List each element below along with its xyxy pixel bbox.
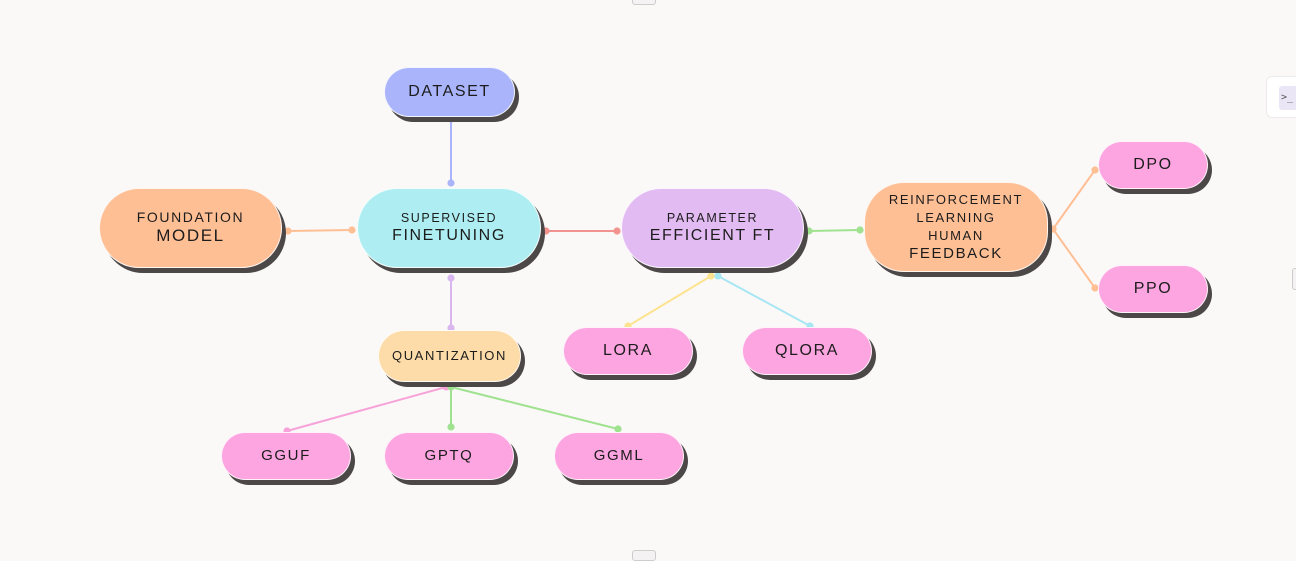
edge-rlhf-ppo-start-dot (1049, 225, 1057, 233)
node-ggml[interactable]: GGML (554, 432, 684, 480)
edge-sft-peft-start-dot (542, 227, 550, 235)
edge-rlhf-ppo (1052, 228, 1096, 289)
edge-quant-gptq-end-dot (447, 423, 455, 431)
node-gptq[interactable]: GPTQ (384, 432, 514, 480)
edge-sft-foundation (287, 229, 353, 232)
edge-peft-qlora-start-dot (714, 272, 722, 280)
node-foundation-model[interactable]: FOUNDATION MODEL (99, 188, 282, 268)
node-foundation-model-line1: FOUNDATION (136, 209, 245, 226)
edge-sft-dataset-end-dot (447, 115, 455, 123)
node-rlhf-line1: REINFORCEMENT (888, 191, 1024, 207)
edge-peft-lora-start-dot (707, 272, 715, 280)
node-qlora-label: QLORA (774, 342, 839, 360)
node-dataset[interactable]: DATASET (384, 67, 515, 117)
node-foundation-model-line2: MODEL (156, 226, 225, 246)
edge-sft-foundation-start-dot (348, 226, 356, 234)
edge-peft-lora (627, 275, 712, 327)
node-quantization[interactable]: QUANTIZATION (378, 330, 521, 382)
node-lora[interactable]: LORA (563, 327, 693, 375)
edge-peft-rlhf-start-dot (805, 227, 813, 235)
node-supervised-finetuning-line1: SUPERVISED (400, 210, 498, 225)
node-dataset-label: DATASET (408, 83, 491, 101)
terminal-icon: >_ (1279, 86, 1296, 110)
side-panel-toggle[interactable]: >_ (1266, 76, 1296, 118)
right-resize-handle[interactable] (1292, 268, 1296, 290)
node-parameter-efficient-ft-line2: EFFICIENT FT (649, 226, 776, 244)
edge-quant-ggml (450, 386, 619, 430)
node-lora-label: LORA (603, 342, 653, 360)
node-quantization-label: QUANTIZATION (391, 348, 507, 364)
edge-sft-dataset-start-dot (447, 179, 455, 187)
edge-peft-rlhf-end-dot (856, 226, 864, 234)
edge-peft-rlhf (808, 229, 861, 232)
node-ppo-label: PPO (1133, 280, 1173, 298)
edge-quant-gguf-start-dot (442, 383, 450, 391)
node-rlhf-line2: LEARNING (916, 209, 996, 225)
node-rlhf-line4: FEEDBACK (909, 245, 1003, 263)
top-resize-handle[interactable] (632, 0, 656, 5)
node-rlhf[interactable]: REINFORCEMENT LEARNING HUMAN FEEDBACK (864, 182, 1048, 272)
node-gguf[interactable]: GGUF (221, 432, 351, 480)
edge-quant-gguf (286, 386, 447, 432)
node-rlhf-line3: HUMAN (928, 227, 984, 243)
node-gptq-label: GPTQ (424, 446, 474, 464)
node-qlora[interactable]: QLORA (742, 327, 872, 375)
node-supervised-finetuning[interactable]: SUPERVISED FINETUNING (357, 188, 541, 268)
node-gguf-label: GGUF (261, 446, 311, 464)
edge-rlhf-dpo (1052, 169, 1096, 230)
node-parameter-efficient-ft-line1: PARAMETER (666, 210, 759, 225)
node-parameter-efficient-ft[interactable]: PARAMETER EFFICIENT FT (621, 188, 804, 268)
edge-sft-quant-end-dot (447, 324, 455, 332)
node-dpo-label: DPO (1133, 156, 1173, 174)
node-dpo[interactable]: DPO (1098, 141, 1208, 189)
node-ggml-label: GGML (593, 446, 645, 464)
edge-quant-ggml-start-dot (447, 383, 455, 391)
edge-peft-qlora (717, 275, 811, 327)
bottom-resize-handle[interactable] (632, 550, 656, 561)
edge-sft-peft-end-dot (613, 227, 621, 235)
edge-sft-foundation-end-dot (284, 227, 292, 235)
node-supervised-finetuning-line2: FINETUNING (392, 226, 506, 244)
edge-sft-quant-start-dot (447, 274, 455, 282)
node-ppo[interactable]: PPO (1098, 265, 1208, 313)
edge-rlhf-dpo-end-dot (1091, 166, 1099, 174)
edge-rlhf-ppo-end-dot (1091, 284, 1099, 292)
edge-quant-ggml-end-dot (614, 425, 622, 433)
